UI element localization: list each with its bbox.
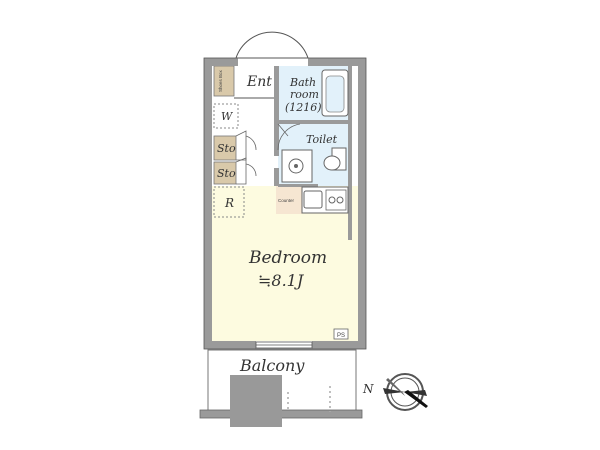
label-entrance: Ent — [246, 74, 272, 90]
entrance-door-swing — [235, 31, 309, 62]
label-counter: Counter — [278, 198, 295, 203]
label-washer: W — [221, 110, 234, 123]
label-shoe-box: Shoes Box — [218, 69, 223, 92]
storage-2 — [213, 161, 237, 185]
label-bath-size: (1216) — [285, 101, 322, 114]
label-refrigerator: R — [224, 196, 234, 210]
label-bedroom: Bedroom — [248, 248, 327, 268]
label-storage-1: Sto — [217, 142, 236, 155]
label-bedroom-area: ≒8.1J — [258, 271, 305, 290]
washer-space — [213, 103, 239, 129]
balcony — [199, 349, 363, 427]
storage-1 — [213, 135, 237, 161]
shoe-box — [213, 65, 235, 97]
label-toilet: Toilet — [306, 133, 338, 146]
ps-box — [333, 328, 349, 340]
compass-north-label: N — [362, 382, 374, 396]
outer-wall-outline — [203, 57, 367, 350]
bathtub — [321, 69, 349, 117]
toilet-fixture — [323, 147, 347, 171]
interior-walls — [274, 66, 352, 240]
label-bath-line2: room — [290, 88, 319, 101]
counter-area — [276, 186, 302, 214]
label-ps: PS — [337, 333, 345, 339]
fridge-space — [213, 186, 245, 218]
outer-walls — [204, 58, 366, 349]
label-storage-2: Sto — [217, 167, 236, 180]
kitchen-counter — [301, 186, 349, 214]
label-bath-line1: Bath — [289, 76, 316, 89]
label-balcony: Balcony — [239, 356, 305, 375]
interior-doors — [235, 123, 301, 185]
wash-basin — [281, 149, 313, 183]
north-compass-icon — [383, 373, 428, 411]
balcony-unit — [230, 375, 282, 427]
balcony-window — [255, 341, 313, 349]
